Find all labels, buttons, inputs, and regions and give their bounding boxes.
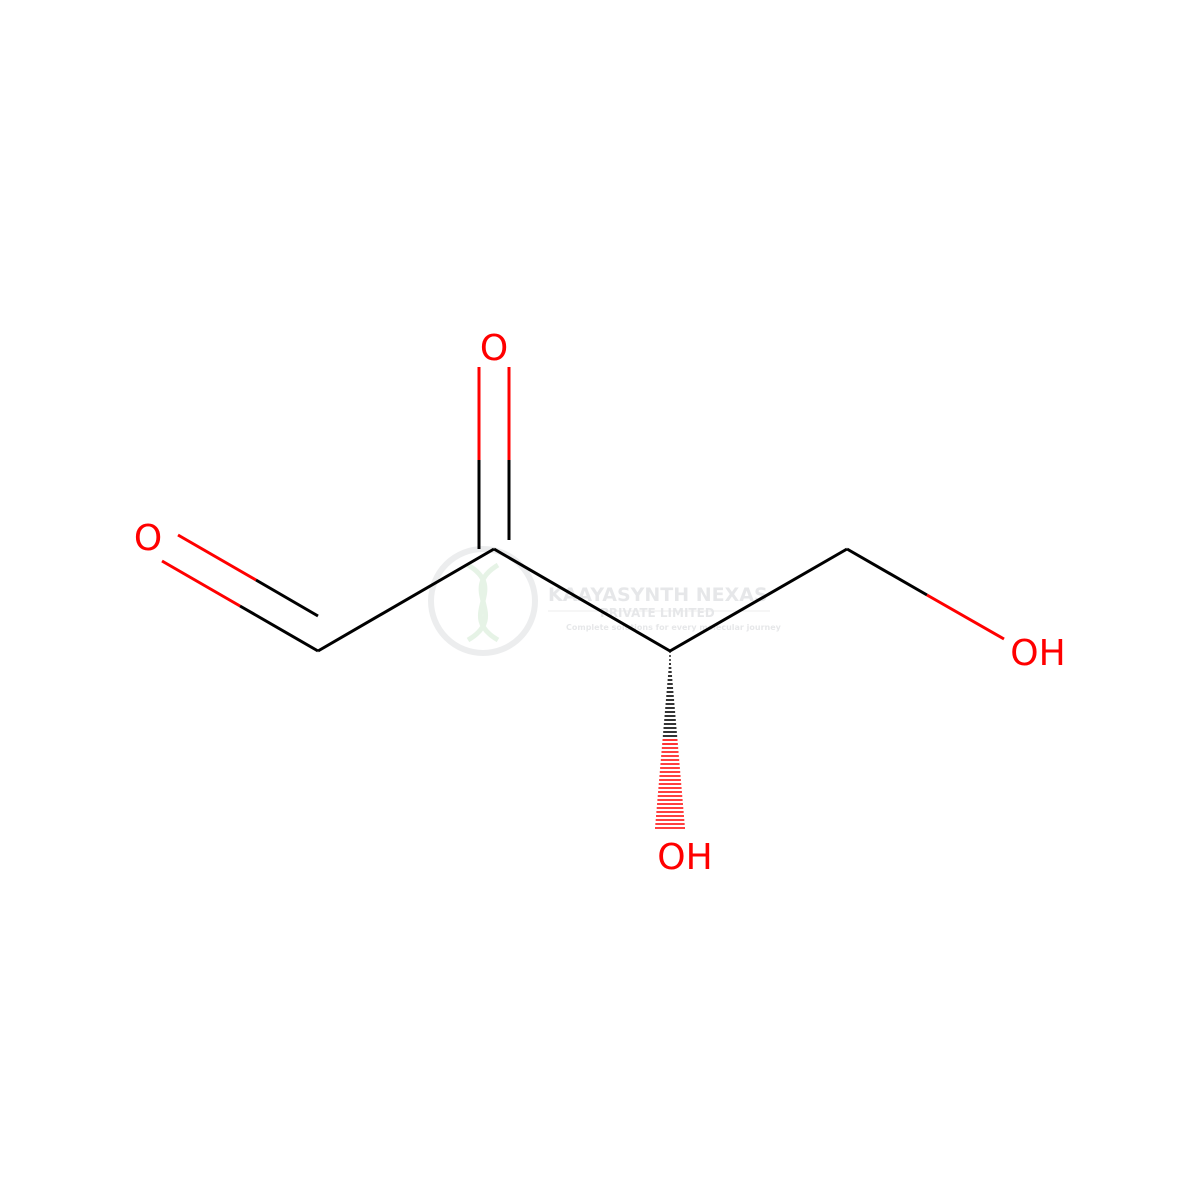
aldehyde-bond-upper-carbon-half [255, 578, 319, 618]
watermark-name: KAAYASYNTH NEXAS [548, 584, 768, 606]
aldehyde-bond-lower-carbon-half [239, 604, 319, 653]
bond-c1-c2 [317, 547, 495, 653]
ketone-double-bond [477, 367, 511, 549]
atom-secondary-hydroxyl: OH [657, 837, 712, 878]
bond-c2-c3 [493, 547, 671, 653]
aldehyde-bond-lower-oxygen-half [161, 559, 241, 608]
atom-ketone-oxygen: O [480, 328, 508, 369]
bond-c4-o-oxygen-half [926, 593, 1005, 641]
watermark: KAAYASYNTH NEXAS PRIVATE LIMITED Complet… [428, 546, 782, 656]
atom-aldehyde-oxygen: O [134, 518, 162, 559]
watermark-logo-helix-icon [466, 562, 500, 643]
bond-c3-c4 [669, 547, 848, 653]
bond-c4-o-carbon-half [846, 547, 928, 597]
atom-primary-hydroxyl: OH [1010, 633, 1065, 674]
atom-labels: O O OH OH [134, 328, 1066, 878]
hashed-wedge-bond [655, 651, 685, 829]
bonds [161, 367, 1005, 829]
watermark-tagline: Complete solutions for every molecular j… [566, 623, 782, 632]
watermark-logo-circle [428, 546, 538, 656]
aldehyde-double-bond [161, 533, 319, 653]
aldehyde-bond-upper-oxygen-half [177, 533, 257, 582]
watermark-subtitle: PRIVATE LIMITED [600, 606, 715, 620]
